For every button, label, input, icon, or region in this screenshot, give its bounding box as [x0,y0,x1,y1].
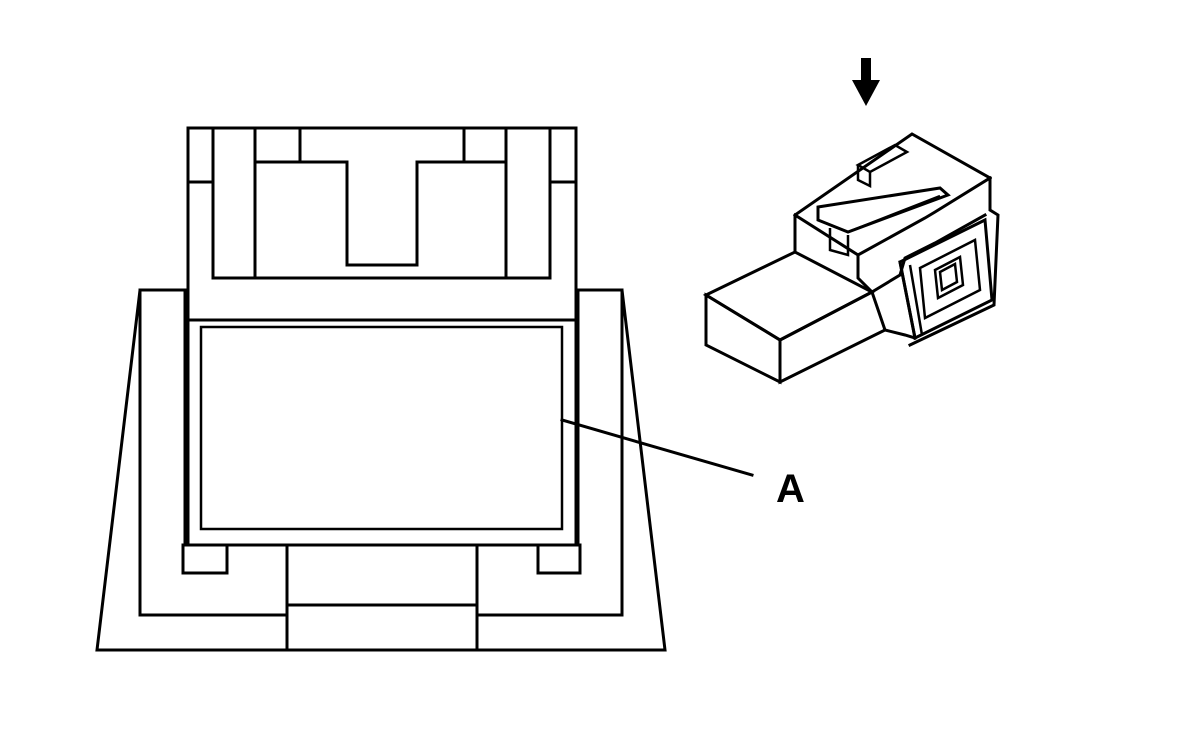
socket-window [186,318,578,547]
socket-bottom-feet [181,543,582,652]
callout-label-a: A [776,467,805,511]
callout-leader-line [560,418,754,477]
connector-socket-front-view [95,126,754,652]
arrow-down-icon [852,58,880,106]
connector-plug-isometric-view [702,132,1000,385]
socket-base-housing [95,288,667,652]
socket-top-latch [186,126,578,322]
